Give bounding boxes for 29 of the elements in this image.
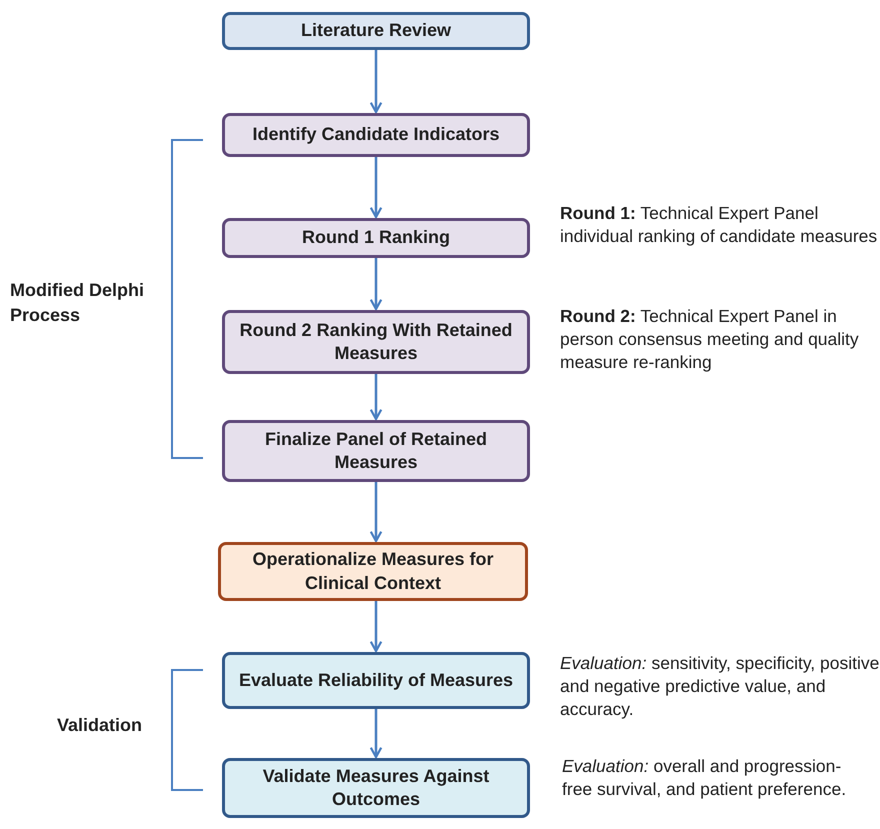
box-label: Operationalize Measures for Clinical Context [251, 548, 495, 594]
side-note: Evaluation: overall and progression-free survival, and patient preference. [562, 755, 848, 800]
arrow [370, 482, 382, 542]
box-label: Evaluate Reliability of Measures [238, 668, 514, 692]
arrow [370, 374, 382, 420]
group-label: Validation [57, 714, 144, 737]
arrow [370, 50, 382, 114]
process-box [222, 420, 530, 482]
process-box [218, 542, 528, 601]
side-note: Round 2: Technical Expert Panel in person consensus meeting and quality measure re-ranking [560, 305, 860, 374]
arrow [370, 157, 382, 218]
box-label: Round 2 Ranking With Retained Measures [238, 318, 514, 365]
process-box [222, 652, 530, 709]
process-box [222, 12, 530, 50]
arrow [370, 709, 382, 758]
box-label: Literature Review [300, 19, 452, 42]
box-label: Round 1 Ranking [302, 226, 450, 250]
box-label: Finalize Panel of Retained Measures [264, 428, 488, 474]
box-label: Validate Measures Against Outcomes [262, 764, 490, 811]
process-box [222, 113, 530, 157]
side-note: Round 1: Technical Expert Panel individual ranking of candidate measures [560, 202, 878, 248]
process-box [222, 218, 530, 258]
side-note: Evaluation: sensitivity, specificity, positive and negative predictive value, and accuracy. [560, 652, 880, 720]
group-label: Modified Delphi Process [10, 279, 145, 328]
process-box [222, 758, 530, 818]
arrow [370, 258, 382, 310]
box-label: Identify Candidate Indicators [252, 123, 500, 146]
arrow [370, 601, 382, 652]
process-box [222, 310, 530, 374]
